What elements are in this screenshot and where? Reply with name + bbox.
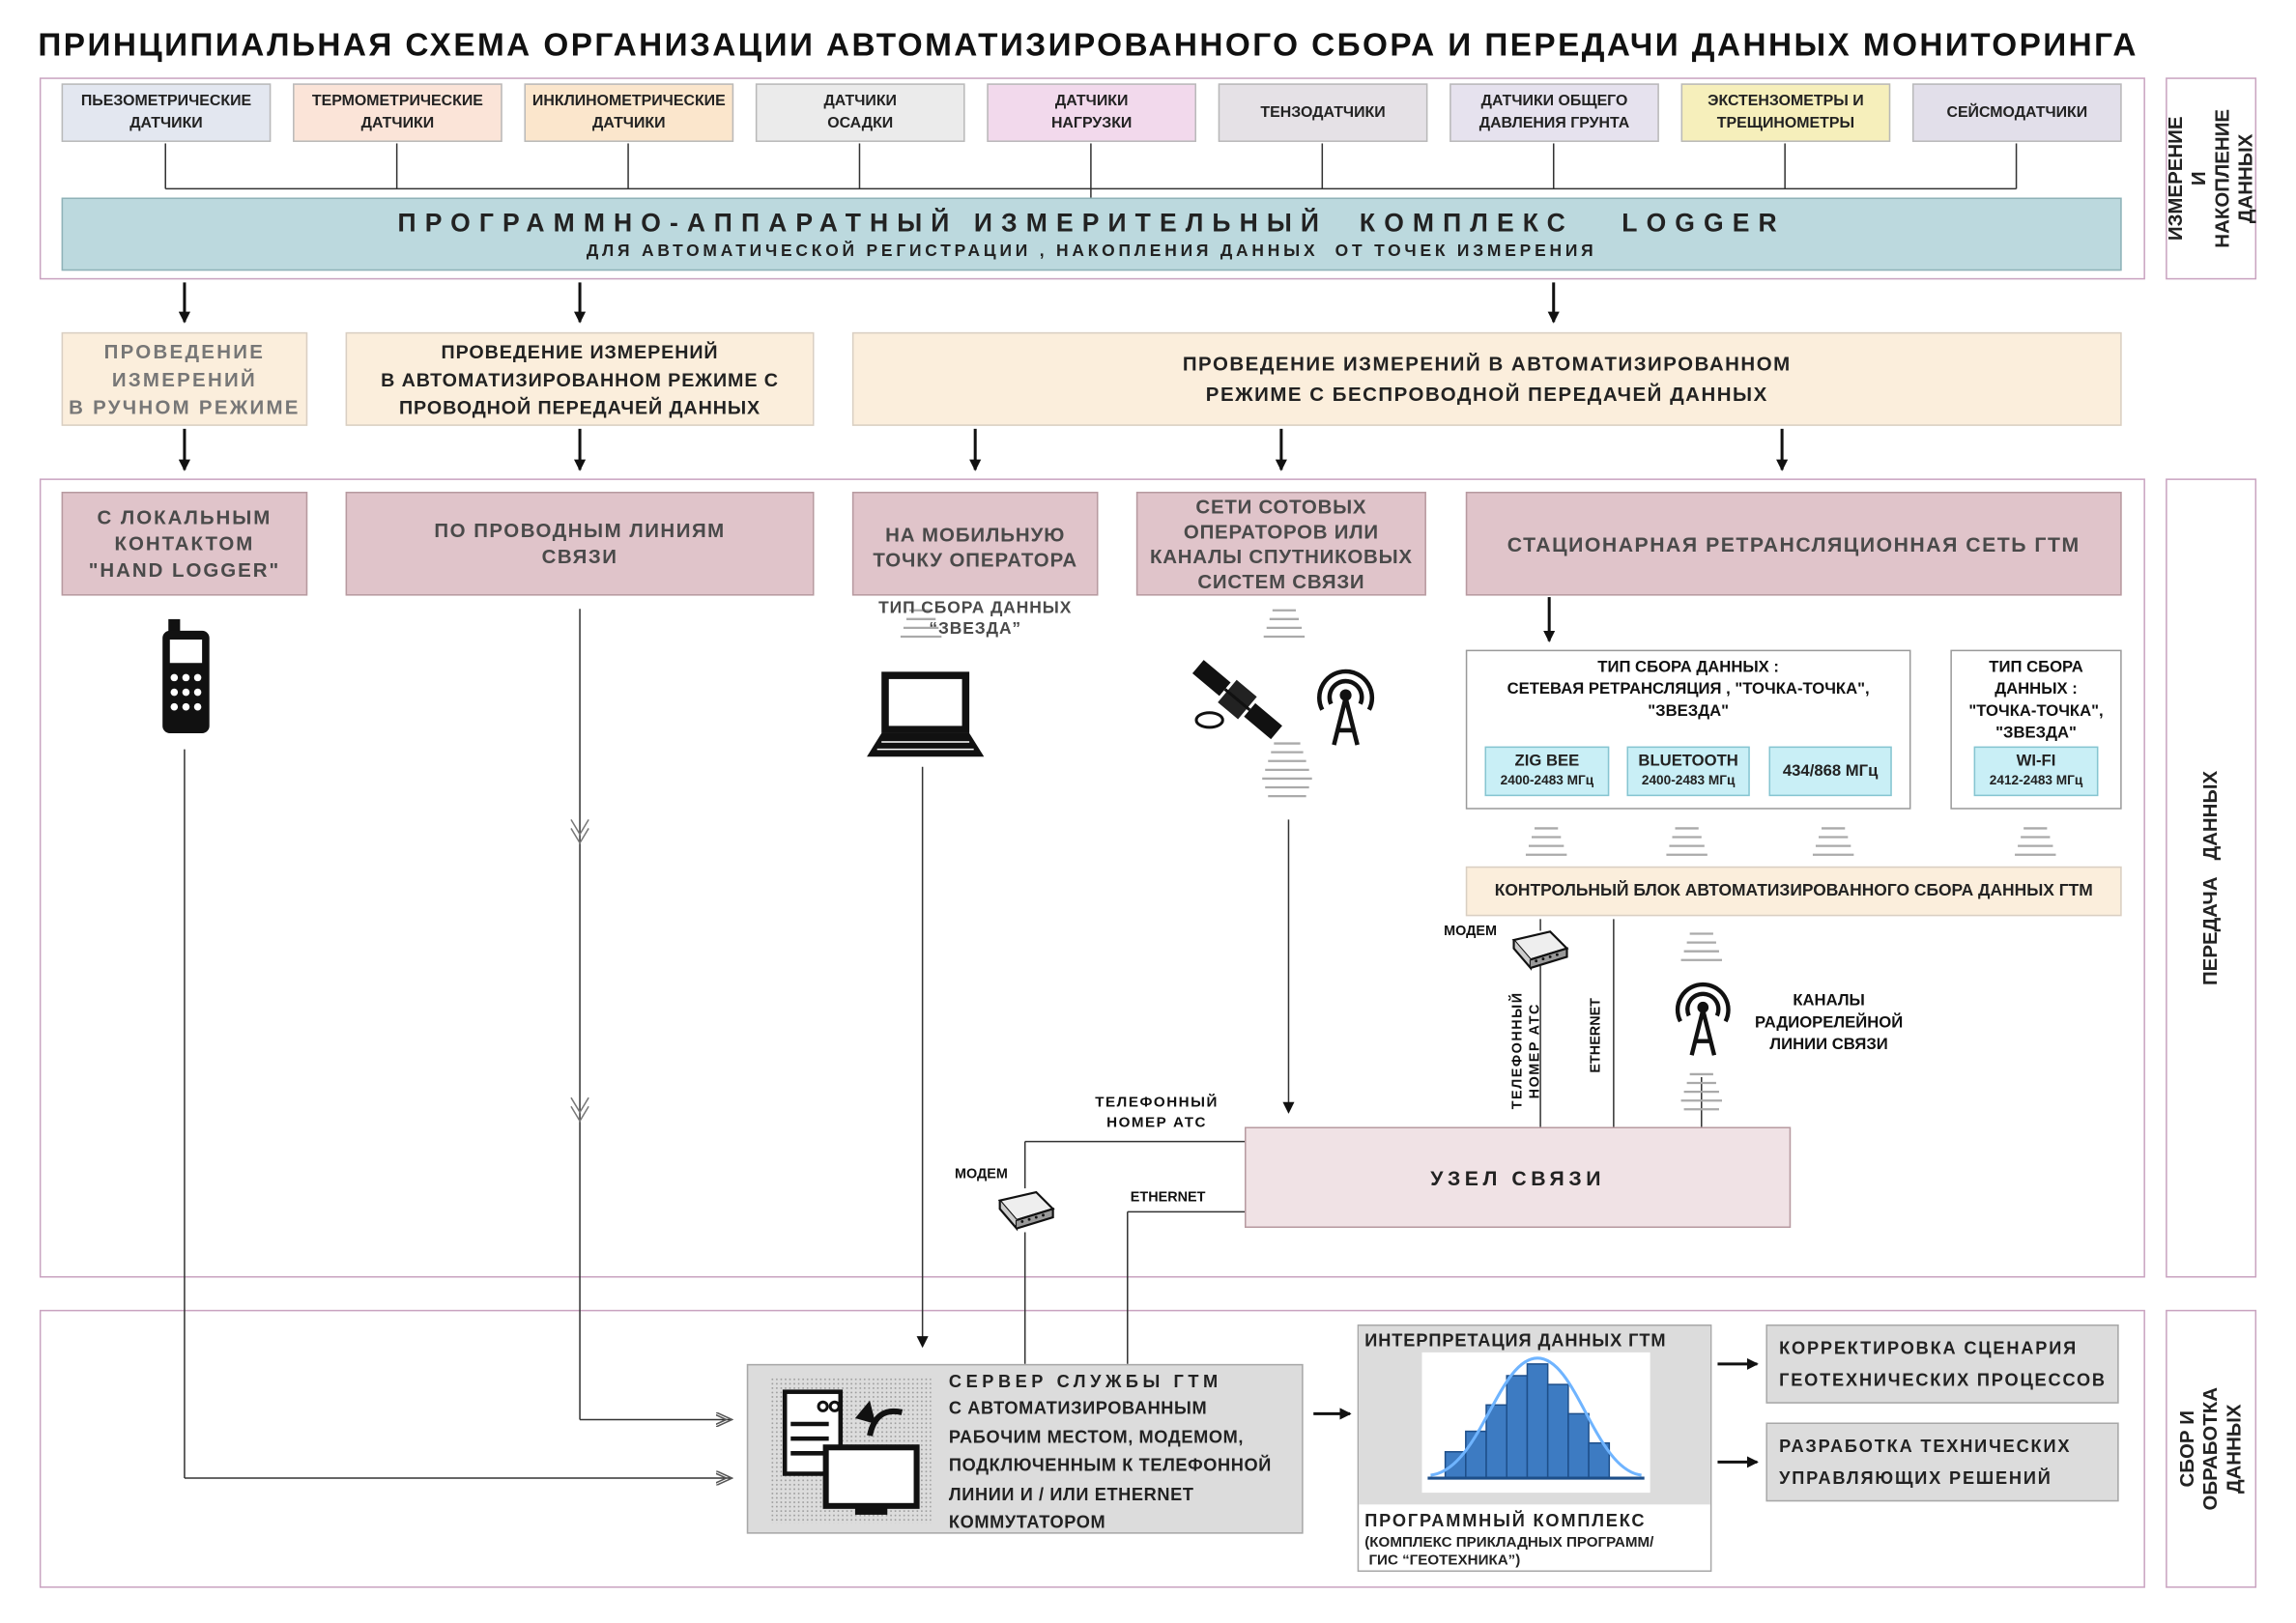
mode-wireless: ПРОВЕДЕНИЕ ИЗМЕРЕНИЙ В АВТОМАТИЗИРОВАННО… <box>851 331 2122 426</box>
server-description: С АВТОМАТИЗИРОВАННЫМ РАБОЧИМ МЕСТОМ, МОД… <box>948 1397 1272 1533</box>
sensor-thermometric: ТЕРМОМЕТРИЧЕСКИЕ ДАТЧИКИ <box>293 83 502 142</box>
transfer-stationary: СТАЦИОНАРНАЯ РЕТРАНСЛЯЦИОННАЯ СЕТЬ ГТМ <box>1465 492 2122 596</box>
software-subtitle: (КОМПЛЕКС ПРИКЛАДНЫХ ПРОГРАММ/ ГИС “ГЕОТ… <box>1364 1535 1654 1569</box>
radio-relay-tower-icon <box>1675 982 1731 1056</box>
server-box: СЕРВЕР СЛУЖБЫ ГТМ С АВТОМАТИЗИРОВАННЫМ Р… <box>746 1363 1304 1534</box>
side-label-measurement: ИЗМЕРЕНИЕ И НАКОПЛЕНИЕ ДАННЫХ <box>2165 77 2257 280</box>
side-label-transfer: ПЕРЕДАЧА ДАННЫХ <box>2166 478 2257 1278</box>
mode-manual: ПРОВЕДЕНИЕ ИЗМЕРЕНИЙ В РУЧНОМ РЕЖИМЕ <box>61 331 308 426</box>
logger-box: ПРОГРАММНО-АППАРАТНЫЙ ИЗМЕРИТЕЛЬНЫЙ КОМП… <box>61 197 2122 271</box>
control-block: КОНТРОЛЬНЫЙ БЛОК АВТОМАТИЗИРОВАННОГО СБО… <box>1465 866 2122 917</box>
sensor-piezometric: ПЬЕЗОМЕТРИЧЕСКИЕ ДАТЧИКИ <box>61 83 272 142</box>
logger-subtitle: ДЛЯ АВТОМАТИЧЕСКОЙ РЕГИСТРАЦИИ , НАКОПЛЕ… <box>586 242 1597 261</box>
measurement-section <box>39 77 2145 280</box>
modem-label: МОДЕМ <box>954 1166 1008 1183</box>
side-label-processing: СБОР И ОБРАБОТКА ДАННЫХ <box>2166 1309 2257 1588</box>
phone-label: ТЕЛЕФОННЫЙ НОМЕР АТС <box>1095 1095 1219 1132</box>
sensor-settlement: ДАТЧИКИ ОСАДКИ <box>755 83 965 142</box>
radio-wifi: WI-FI 2412-2483 МГц <box>1973 746 2099 797</box>
server-workstation-icon <box>770 1377 932 1524</box>
sensor-load: ДАТЧИКИ НАГРУЗКИ <box>987 83 1197 142</box>
modem-icon <box>1511 930 1569 971</box>
software-title: ПРОГРАММНЫЙ КОМПЛЕКС <box>1364 1510 1647 1531</box>
interpretation-title: ИНТЕРПРЕТАЦИЯ ДАННЫХ ГТМ <box>1364 1330 1667 1352</box>
transfer-wired: ПО ПРОВОДНЫМ ЛИНИЯМ СВЯЗИ <box>345 492 815 596</box>
satellite-icon <box>1191 660 1282 740</box>
sensor-seismic: СЕЙСМОДАТЧИКИ <box>1911 83 2122 142</box>
ethernet-label: ETHERNET <box>1130 1189 1206 1207</box>
hand-logger-icon <box>162 618 210 733</box>
transfer-section <box>39 478 2145 1278</box>
radio-bluetooth: BLUETOOTH 2400-2483 МГц <box>1626 746 1750 797</box>
page-title: ПРИНЦИПИАЛЬНАЯ СХЕМА ОРГАНИЗАЦИИ АВТОМАТ… <box>38 26 2138 64</box>
interpretation-box: ИНТЕРПРЕТАЦИЯ ДАННЫХ ГТМ ПРОГРАММНЫЙ КОМ… <box>1357 1324 1712 1573</box>
phone-label-vertical: ТЕЛЕФОННЫЙ НОМЕР АТС <box>1509 991 1544 1110</box>
sensor-inclinometric: ИНКЛИНОМЕТРИЧЕСКИЕ ДАТЧИКИ <box>524 83 734 142</box>
radio-434-868: 434/868 МГц <box>1768 746 1892 797</box>
ethernet-label-vertical: ETHERNET <box>1588 998 1605 1073</box>
sensor-strain: ТЕНЗОДАТЧИКИ <box>1218 83 1428 142</box>
logger-title: ПРОГРАММНО-АППАРАТНЫЙ ИЗМЕРИТЕЛЬНЫЙ КОМП… <box>397 208 1786 238</box>
mode-wired: ПРОВЕДЕНИЕ ИЗМЕРЕНИЙ В АВТОМАТИЗИРОВАННО… <box>345 331 815 426</box>
modem-icon <box>997 1190 1055 1232</box>
output-correction: КОРРЕКТИРОВКА СЦЕНАРИЯ ГЕОТЕХНИЧЕСКИХ ПР… <box>1765 1324 2119 1404</box>
processing-section <box>39 1309 2145 1588</box>
modem-label: МОДЕМ <box>1444 923 1497 940</box>
server-title: СЕРВЕР СЛУЖБЫ ГТМ <box>948 1371 1222 1392</box>
radio-tower-icon <box>1317 669 1375 746</box>
histogram-chart-icon <box>1421 1352 1650 1494</box>
radio-zigbee: ZIG BEE 2400-2483 МГц <box>1484 746 1610 797</box>
transfer-cellular: СЕТИ СОТОВЫХ ОПЕРАТОРОВ ИЛИ КАНАЛЫ СПУТН… <box>1135 492 1426 596</box>
transfer-mobile: НА МОБИЛЬНУЮ ТОЧКУ ОПЕРАТОРА ТИП СБОРА Д… <box>851 492 1099 638</box>
output-development: РАЗРАБОТКА ТЕХНИЧЕСКИХ УПРАВЛЯЮЩИХ РЕШЕН… <box>1765 1422 2119 1502</box>
sensor-soil-pressure: ДАТЧИКИ ОБЩЕГО ДАВЛЕНИЯ ГРУНТА <box>1449 83 1659 142</box>
radio-relay-label: КАНАЛЫ РАДИОРЕЛЕЙНОЙ ЛИНИИ СВЯЗИ <box>1755 992 1904 1054</box>
communication-hub: УЗЕЛ СВЯЗИ <box>1245 1126 1792 1229</box>
laptop-icon <box>867 671 985 757</box>
transfer-local: С ЛОКАЛЬНЫМ КОНТАКТОМ "HAND LOGGER" <box>61 492 308 596</box>
sensor-extensometer: ЭКСТЕНЗОМЕТРЫ И ТРЕЩИНОМЕТРЫ <box>1680 83 1891 142</box>
